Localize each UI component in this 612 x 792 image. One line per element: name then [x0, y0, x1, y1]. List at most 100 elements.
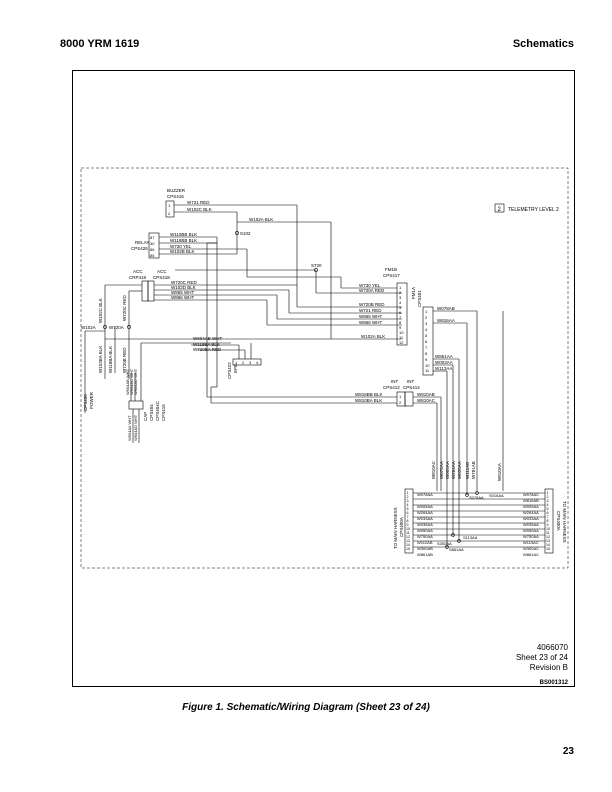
buzzer-pin-2: 2 — [168, 211, 171, 216]
harness-rows — [413, 492, 545, 548]
svg-text:W102D BLK: W102D BLK — [171, 285, 196, 290]
telemetry-box — [494, 203, 505, 213]
relay-conn: CPS426 — [131, 246, 148, 251]
svg-text:S861AA: S861AA — [449, 547, 464, 552]
svg-text:3: 3 — [399, 295, 402, 300]
left-pin-numbers: 1 2 3 4 5 6 7 8 9 10 11 12 13 14 15 — [406, 491, 410, 551]
svg-text:W005AA: W005AA — [523, 504, 539, 509]
svg-text:9: 9 — [547, 523, 549, 527]
svg-text:W035AA: W035AA — [417, 522, 433, 527]
buzzer-pin-1: 1 — [168, 203, 171, 208]
svg-text:W102A BLK: W102A BLK — [361, 334, 385, 339]
doc-header-left: 8000 YRM 1619 — [60, 38, 140, 50]
svg-text:15: 15 — [406, 547, 410, 551]
svg-text:W720A: W720A — [109, 325, 124, 330]
wiring-schematic: 2 TELEMETRY LEVEL 2 BUZZER CPS416 1 2 W7… — [80, 167, 569, 569]
svg-text:4: 4 — [547, 503, 549, 507]
svg-text:1: 1 — [407, 491, 409, 495]
svg-text:W904AD WHT: W904AD WHT — [133, 414, 138, 441]
doc-number: 4066070 — [536, 643, 568, 652]
right-main-harness-connector — [544, 488, 554, 554]
svg-text:TO MAIN HARNESS: TO MAIN HARNESS — [562, 501, 567, 543]
svg-text:W110BB BLK: W110BB BLK — [170, 232, 197, 237]
svg-text:W153BA BLK: W153BA BLK — [98, 346, 103, 373]
svg-text:W861AA: W861AA — [435, 354, 453, 359]
svg-text:5: 5 — [399, 305, 402, 310]
svg-text:W720A RED: W720A RED — [359, 288, 385, 293]
svg-text:W818BB BLK: W818BB BLK — [355, 392, 383, 397]
svg-text:W866 WHT: W866 WHT — [171, 295, 195, 300]
svg-text:S113AA: S113AA — [463, 535, 478, 540]
svg-text:8: 8 — [547, 519, 549, 523]
svg-text:W111AB: W111AB — [465, 462, 470, 479]
acc-connector-right — [147, 280, 155, 302]
svg-text:S720: S720 — [311, 263, 322, 268]
svg-text:W033AA: W033AA — [417, 516, 433, 521]
diagram-content: 2 TELEMETRY LEVEL 2 BUZZER CPS416 1 2 W7… — [80, 167, 569, 569]
svg-text:13: 13 — [406, 539, 410, 543]
svg-text:7: 7 — [399, 315, 402, 320]
svg-text:10: 10 — [399, 330, 404, 335]
svg-text:W865 WHT: W865 WHT — [171, 290, 195, 295]
acc-connector-left — [141, 280, 149, 302]
sheet-number: Sheet 23 of 24 — [515, 653, 568, 662]
svg-text:W035AA: W035AA — [457, 461, 462, 479]
svg-text:87: 87 — [150, 235, 155, 240]
svg-text:W865 WHT: W865 WHT — [359, 314, 383, 319]
svg-text:4: 4 — [399, 300, 402, 305]
svg-text:7: 7 — [407, 515, 409, 519]
svg-text:W720BA RED: W720BA RED — [193, 347, 222, 352]
svg-text:9: 9 — [399, 325, 402, 330]
diagram-frame: 2 TELEMETRY LEVEL 2 BUZZER CPS416 1 2 W7… — [72, 70, 575, 687]
svg-text:CPS401: CPS401 — [417, 290, 422, 307]
svg-text:W118BB BLK: W118BB BLK — [170, 238, 197, 243]
svg-text:15: 15 — [546, 547, 550, 551]
svg-text:W904AB WHT: W904AB WHT — [125, 368, 130, 395]
svg-text:W861AC: W861AC — [523, 552, 539, 557]
svg-text:POWER: POWER — [89, 391, 94, 409]
buzzer-wire-1: W721 RED — [187, 200, 210, 205]
svg-text:W078AA: W078AA — [417, 492, 433, 497]
w102a-top-label: W102A BLK — [249, 217, 273, 222]
page-number: 23 — [562, 746, 574, 757]
splice-s102-label: S102 — [240, 231, 251, 236]
svg-text:W720C RED: W720C RED — [171, 280, 198, 285]
doc-header-right: Schematics — [512, 38, 574, 50]
dashed-boundary — [80, 167, 569, 569]
svg-text:W264AA: W264AA — [523, 510, 539, 515]
svg-text:12: 12 — [546, 535, 550, 539]
svg-text:W904AC WHT: W904AC WHT — [129, 368, 134, 395]
svg-text:W720B RED: W720B RED — [359, 302, 385, 307]
svg-text:1: 1 — [547, 491, 549, 495]
svg-text:2: 2 — [242, 360, 245, 365]
svg-text:W750AA: W750AA — [523, 534, 539, 539]
svg-text:W078AC: W078AC — [523, 492, 539, 497]
svg-text:ACC: ACC — [133, 269, 143, 274]
svg-text:6: 6 — [407, 511, 409, 515]
svg-text:3: 3 — [425, 321, 428, 326]
svg-text:6: 6 — [547, 511, 549, 515]
svg-text:4: 4 — [256, 360, 259, 365]
svg-text:5: 5 — [407, 507, 409, 511]
svg-text:11: 11 — [425, 368, 430, 373]
svg-text:W720B RED: W720B RED — [122, 347, 127, 373]
buzzer-connector — [165, 200, 175, 218]
svg-text:CPS400A: CPS400A — [399, 517, 404, 537]
svg-text:8: 8 — [399, 320, 402, 325]
svg-text:W300AB: W300AB — [417, 546, 433, 551]
svg-text:INT: INT — [391, 379, 399, 384]
svg-text:14: 14 — [546, 543, 550, 547]
telemetry-label: TELEMETRY LEVEL 2 — [508, 207, 559, 213]
svg-text:1: 1 — [399, 394, 402, 399]
svg-text:W904AB WHT: W904AB WHT — [193, 336, 223, 341]
cap-connector — [128, 400, 144, 410]
svg-text:W005AA: W005AA — [445, 461, 450, 479]
svg-text:7: 7 — [547, 515, 549, 519]
svg-text:CPS414: CPS414 — [403, 385, 420, 390]
svg-text:FM1A: FM1A — [411, 287, 416, 299]
svg-text:W866 WHT: W866 WHT — [359, 320, 383, 325]
cps422-connector — [232, 358, 262, 366]
svg-text:10: 10 — [406, 527, 410, 531]
svg-text:W904A0 WHT: W904A0 WHT — [127, 415, 132, 441]
svg-text:EPB: EPB — [233, 364, 238, 373]
